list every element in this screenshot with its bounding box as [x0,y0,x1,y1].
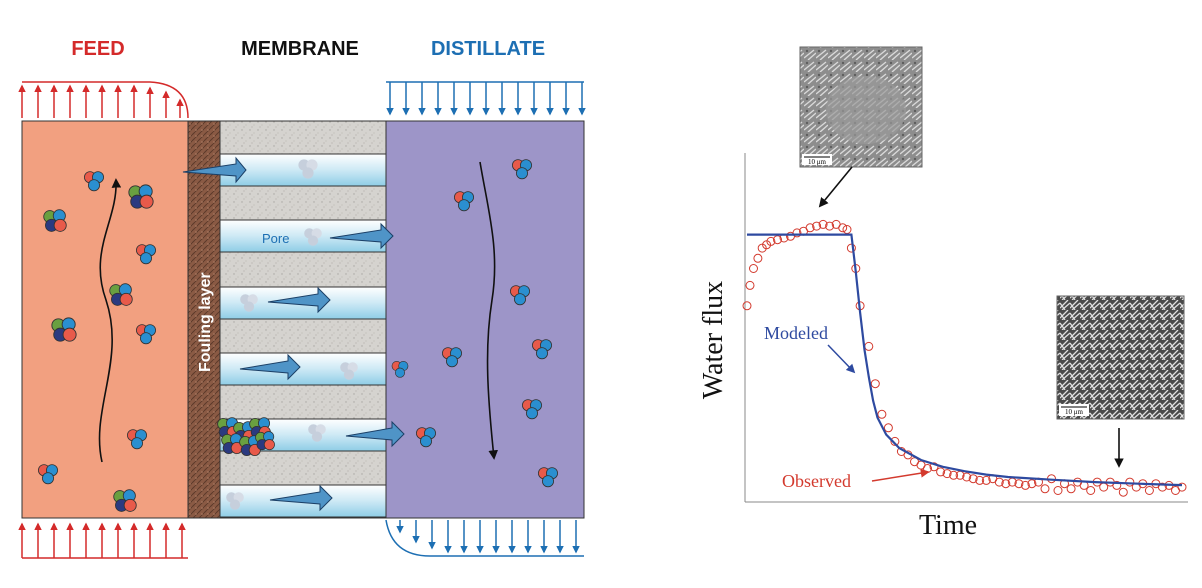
observed-point [883,423,893,433]
distillate-inflow-arrows [386,81,586,116]
observed-point [825,221,835,231]
observed-point [994,477,1004,487]
observed-point [975,475,985,485]
observed-point [968,474,978,484]
observed-point [1014,479,1024,489]
observed-point [1001,479,1011,489]
sem-inset-late: 10 μm [1056,295,1185,468]
fouling-layer-label: Fouling layer [197,272,214,372]
observed-point [753,253,763,263]
observed-annotation: Observed [782,471,851,491]
observed-point [1177,482,1187,492]
observed-point [949,470,959,480]
observed-point [1066,484,1076,494]
molecule [113,489,137,512]
scale-bar-label: 10 μm [1065,408,1084,416]
fouling-layer [187,120,221,519]
pore [219,352,387,386]
feed-inflow-arrows [18,522,188,559]
observed-point [877,409,887,419]
observed-point [1020,480,1030,490]
vapor-arrows [182,156,405,512]
observed-point [1118,487,1128,497]
sem-image [1056,295,1185,420]
observed-point [749,264,758,273]
vapor-arrow [269,484,333,512]
distillate-streamline [479,161,498,460]
observed-point [838,223,848,233]
observed-point [1040,484,1050,494]
vapor-arrow [239,353,301,381]
observed-point [805,223,815,233]
molecule [43,209,67,232]
flux-chart: Time Water flux Modeled Observed 10 μm 1… [698,46,1188,541]
observed-point [846,243,856,253]
y-axis-label: Water flux [698,281,729,399]
observed-point [929,462,939,472]
feed-channel [21,120,189,519]
observed-point [864,341,874,351]
vapor-arrow [329,222,394,250]
observed-point [766,236,776,246]
membrane-header: MEMBRANE [241,38,359,60]
vapor-arrow [182,156,247,184]
modeled-series-line [747,233,1183,487]
molecule [128,184,154,209]
observed-point [1053,486,1063,495]
distillate-header: DISTILLATE [431,38,545,60]
pores [219,153,387,518]
vapor-arrow [345,420,405,448]
md-diagram: FEED MEMBRANE DISTILLATE Fouling layer P… [18,38,586,559]
sem-inset-early: 10 μm [799,46,923,208]
feed-streamline [98,178,122,463]
molecule [51,317,77,342]
observed-point [1144,486,1154,495]
observed-point [1027,479,1037,489]
observed-point [792,228,802,238]
observed-point [942,469,952,479]
distillate-outflow-arrows [385,519,584,557]
inset-pointer-arrow [818,166,853,208]
scale-bar-label: 10 μm [808,158,827,166]
observed-point [870,379,880,389]
modeled-annotation-arrow [827,344,856,374]
pore-label: Pore [262,231,289,246]
distillate-channel [385,120,585,519]
observed-point [1086,486,1096,495]
observed-point [1112,480,1122,490]
observed-point [1125,477,1135,487]
observed-point [1157,482,1167,492]
pore [219,484,387,518]
observed-annotation-arrow [871,468,930,482]
observed-point [742,301,752,311]
feed-header: FEED [71,38,124,60]
observed-point [936,467,946,477]
observed-point [981,475,991,485]
observed-point [962,472,972,482]
modeled-annotation: Modeled [764,323,828,343]
observed-point [745,280,755,290]
vapor-arrow [267,286,331,314]
observed-point [818,219,828,229]
feed-outflow-arrows [18,81,189,119]
x-axis-label: Time [919,510,977,541]
molecule [109,283,133,306]
observed-point [890,436,900,446]
observed-point [812,221,822,231]
